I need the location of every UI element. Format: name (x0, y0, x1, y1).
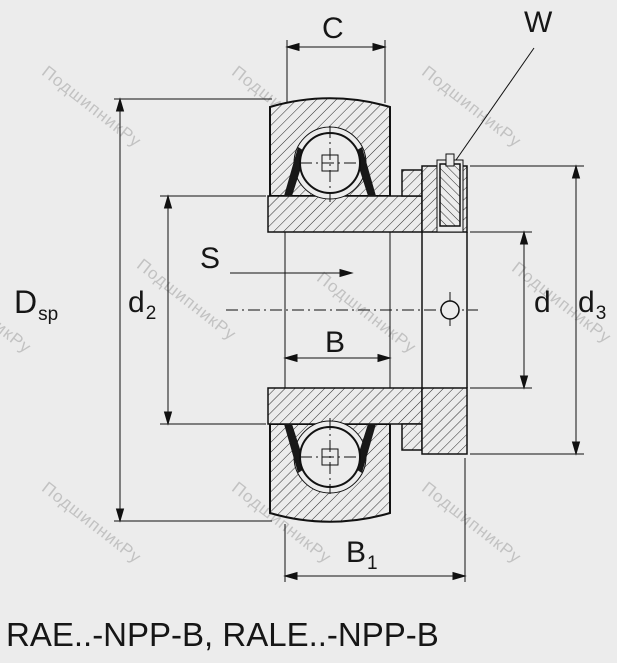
dimension-B1 (283, 458, 467, 582)
inner-ring-bottom-section (267, 387, 423, 425)
inner-ring-step-top (401, 169, 423, 197)
dimension-C (285, 40, 387, 103)
dimension-d2 (160, 194, 266, 426)
inner-ring-top-section (267, 195, 423, 233)
part-number-title: RAE..-NPP-B, RALE..-NPP-B (6, 616, 439, 653)
set-screw (439, 163, 461, 227)
dimension-W-leader (455, 47, 535, 161)
dimension-S (230, 268, 354, 278)
dimension-B (283, 232, 392, 388)
centerlines (226, 126, 478, 494)
dimension-d3 (470, 164, 584, 456)
inner-ring-step-bottom (401, 423, 423, 451)
grub-screw-hole (440, 300, 460, 320)
dimension-d (470, 230, 532, 390)
set-screw-slot (445, 153, 455, 167)
dimension-Dsp (114, 97, 272, 523)
locking-collar-bottom-section (421, 387, 468, 455)
